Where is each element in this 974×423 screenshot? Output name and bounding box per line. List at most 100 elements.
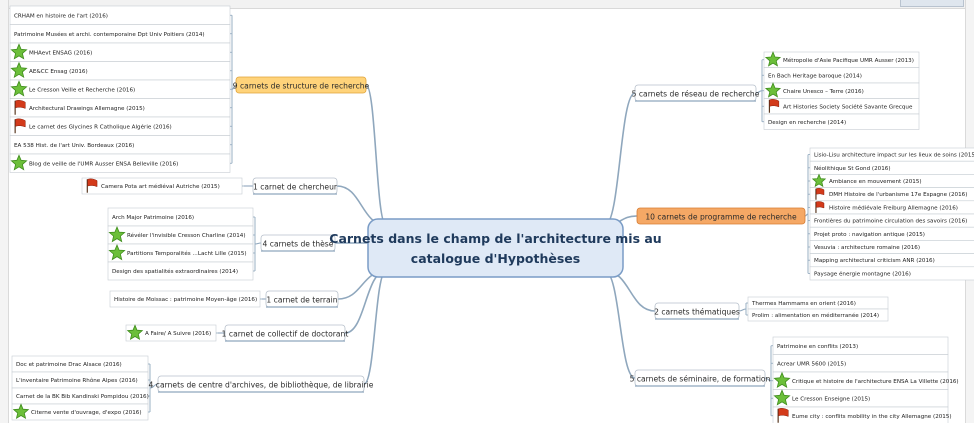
leaf-item[interactable]: Art Histories Society Société Savante Gr… — [762, 98, 920, 115]
leaf-item[interactable]: Patrimoine en conflits (2013) — [771, 336, 949, 355]
leaf-item[interactable]: Design des spatialités extraordinaires (… — [107, 261, 255, 281]
leaf-item[interactable]: Histoire médiévale Freiburg Allemagne (2… — [808, 200, 974, 215]
leaf-label: Le Cresson Enseigne (2015) — [792, 396, 870, 402]
leaf-label: Partitions Temporalités ...Lacht Lille (… — [127, 250, 247, 257]
leaf-label: Prolim : alimentation en méditerranée (2… — [752, 312, 879, 319]
leaf-item[interactable]: Le carnet des Glycines R Catholique Algé… — [9, 116, 232, 136]
central-topic[interactable]: Carnets dans le champ de l'architecture … — [329, 218, 662, 278]
leaf-item[interactable]: Arch Major Patrimoine (2016) — [107, 207, 255, 227]
branch-node-terrain[interactable]: 1 carnet de terrain — [265, 290, 339, 308]
star-icon — [108, 243, 126, 261]
leaf-item[interactable]: Design en recherche (2014) — [762, 113, 920, 130]
star-icon — [764, 82, 782, 98]
branch-label-archives: 4 carnets de centre d'archives, de bibli… — [149, 381, 374, 390]
leaf-item[interactable]: Partitions Temporalités ...Lacht Lille (… — [107, 243, 255, 263]
star-icon — [773, 371, 791, 389]
branch-node-structure[interactable]: 9 carnets de structure de recherche — [233, 76, 370, 94]
central-topic-line-2: catalogue d'Hypothèses — [411, 251, 580, 266]
leaf-label: Architectural Drawings Allemagne (2015) — [29, 106, 145, 112]
leaf-item[interactable]: Chaire Unesco – Terre (2016) — [762, 82, 920, 99]
branch-node-doctorant[interactable]: 1 carnet de collectif de doctorant — [222, 324, 349, 342]
leaf-item[interactable]: Frontières du patrimoine circulation des… — [808, 213, 974, 228]
leaf-label: Blog de veille de l'UMR Ausser ENSA Bell… — [29, 161, 178, 167]
branch-label-reseau: 5 carnets de réseau de recherche — [632, 90, 760, 99]
leaf-item[interactable]: DMH Histoire de l'urbanisme 17e Espagne … — [808, 187, 974, 202]
leaf-item[interactable]: Mapping architectural criticism ANR (201… — [808, 253, 974, 268]
leaf-item[interactable]: Citerne vente d'ouvrage, d'expo (2016) — [11, 403, 150, 421]
star-icon — [12, 403, 30, 420]
leaf-label: Mapping architectural criticism ANR (201… — [814, 258, 935, 264]
leaf-item[interactable]: Acrear UMR 5600 (2015) — [771, 354, 949, 373]
window-corner-tab — [900, 0, 964, 7]
window-left-edge — [0, 0, 9, 423]
star-icon — [10, 43, 28, 60]
leaf-item[interactable]: AE&CC Ensag (2016) — [9, 61, 232, 81]
leaf-label: Ambiance en mouvement (2015) — [829, 179, 922, 185]
leaf-label: Le Cresson Veille et Recherche (2016) — [29, 87, 135, 93]
leaf-label: Histoire médiévale Freiburg Allemagne (2… — [829, 204, 958, 211]
leaf-item[interactable]: Camera Pota art médiéval Autriche (2015) — [81, 177, 244, 195]
leaf-label: Vesuvia : architecture romaine (2016) — [814, 245, 920, 251]
leaf-item[interactable]: Lisio-Lisu architecture impact sur les l… — [808, 147, 974, 162]
leaf-item[interactable]: A Faire/ A Suivre (2016) — [125, 324, 218, 342]
leaf-label: Doc et patrimoine Drac Alsace (2016) — [16, 362, 122, 368]
branch-link-structure — [365, 84, 387, 226]
leaf-label: Acrear UMR 5600 (2015) — [777, 361, 846, 367]
leaf-item[interactable]: MHAevt ENSAG (2016) — [9, 42, 232, 62]
star-icon — [10, 80, 28, 97]
leaf-item[interactable]: L'inventaire Patrimoine Rhône Alpes (201… — [11, 371, 150, 389]
leaf-item[interactable]: Le Cresson Enseigne (2015) — [771, 389, 949, 408]
leaf-item[interactable]: Projet proto : navigation antique (2015) — [808, 226, 974, 241]
leaf-label: Néolithique St Gond (2016) — [814, 165, 891, 172]
leaf-item[interactable]: Révéler l'invisible Cresson Charline (20… — [107, 225, 255, 245]
branch-node-archives[interactable]: 4 carnets de centre d'archives, de bibli… — [149, 375, 374, 393]
leaf-item[interactable]: Histoire de Moissac : patrimoine Moyen-â… — [109, 290, 262, 308]
branch-node-thematiques[interactable]: 2 carnets thématiques — [654, 302, 740, 320]
leaf-item[interactable]: Carnet de la BK Bib Kandinski Pompidou (… — [11, 387, 150, 405]
leaf-group-doctorant: A Faire/ A Suivre (2016) — [125, 324, 226, 342]
branch-node-programme[interactable]: 10 carnets de programme de recherche — [636, 207, 806, 225]
leaf-label: Thermes Hammams en orient (2016) — [751, 301, 856, 307]
leaf-item[interactable]: En Bach Heritage baroque (2014) — [762, 67, 920, 84]
branch-node-reseau[interactable]: 5 carnets de réseau de recherche — [632, 84, 760, 102]
leaf-label: Eume city : conflits mobility in the cit… — [792, 414, 952, 420]
leaf-item[interactable]: CRHAM en histoire de l'art (2016) — [9, 5, 232, 25]
flag-icon — [14, 100, 26, 115]
branch-link-archives — [363, 270, 387, 385]
leaf-item[interactable]: Paysage énergie montagne (2016) — [808, 266, 974, 281]
leaf-item[interactable]: Doc et patrimoine Drac Alsace (2016) — [11, 355, 150, 373]
leaf-item[interactable]: Critique et histoire de l'architecture E… — [771, 371, 959, 390]
leaf-item[interactable]: Métropolie d'Asie Pacifique UMR Ausser (… — [762, 51, 920, 68]
branch-node-chercheur[interactable]: 1 carnet de chercheur — [252, 177, 338, 195]
leaf-label: Métropolie d'Asie Pacifique UMR Ausser (… — [783, 57, 914, 64]
leaf-label: Critique et histoire de l'architecture E… — [792, 379, 959, 385]
leaf-item[interactable]: Vesuvia : architecture romaine (2016) — [808, 240, 974, 254]
leaf-label: Citerne vente d'ouvrage, d'expo (2016) — [31, 410, 142, 416]
branch-node-seminaire[interactable]: 5 carnets de séminaire, de formation — [630, 369, 771, 387]
leaf-item[interactable]: Ambiance en mouvement (2015) — [808, 173, 974, 188]
leaf-item[interactable]: Blog de veille de l'UMR Ausser ENSA Bell… — [9, 153, 232, 173]
leaf-item[interactable]: Prolim : alimentation en méditerranée (2… — [746, 308, 889, 322]
leaf-item[interactable]: Patrimoine Musées et archi. contemporain… — [9, 24, 232, 44]
leaf-label: Projet proto : navigation antique (2015) — [814, 232, 925, 238]
star-icon — [764, 51, 782, 67]
branch-node-these[interactable]: 4 carnets de thèse — [260, 234, 336, 252]
leaf-item[interactable]: Architectural Drawings Allemagne (2015) — [9, 98, 232, 118]
star-icon — [811, 173, 827, 188]
leaf-item[interactable]: Thermes Hammams en orient (2016) — [746, 296, 889, 310]
leaf-label: Chaire Unesco – Terre (2016) — [783, 89, 864, 95]
branch-link-seminaire — [604, 270, 636, 379]
leaf-item[interactable]: EA 538 Hist. de l'art Univ. Bordeaux (20… — [9, 135, 232, 155]
leaf-item[interactable]: Eume city : conflits mobility in the cit… — [771, 406, 952, 423]
leaf-label: Design en recherche (2014) — [768, 120, 846, 126]
leaf-label: Paysage énergie montagne (2016) — [814, 270, 911, 277]
leaf-item[interactable]: Néolithique St Gond (2016) — [808, 160, 974, 175]
branch-box-structure — [235, 76, 367, 94]
branch-box-programme — [636, 207, 806, 225]
leaf-label: Le carnet des Glycines R Catholique Algé… — [29, 123, 172, 130]
leaf-item[interactable]: Le Cresson Veille et Recherche (2016) — [9, 79, 232, 99]
leaf-label: Histoire de Moissac : patrimoine Moyen-â… — [114, 296, 257, 303]
leaf-group-chercheur: Camera Pota art médiéval Autriche (2015) — [81, 177, 253, 195]
